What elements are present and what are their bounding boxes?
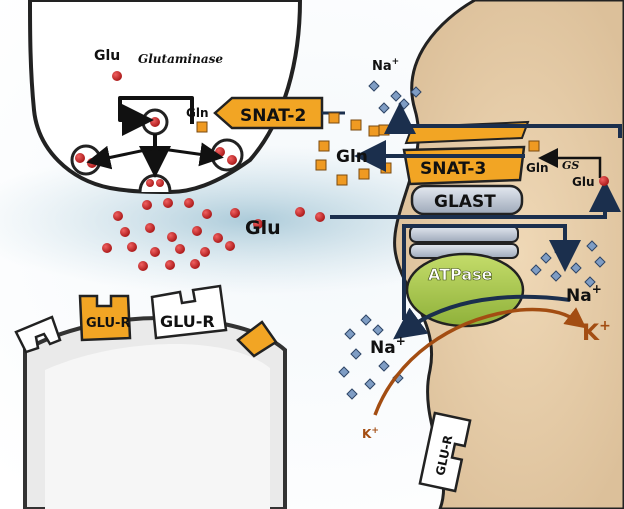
na-efflux-curve	[393, 294, 571, 340]
sodium-ion	[360, 314, 372, 326]
sodium-ion	[364, 378, 376, 390]
sodium-ion	[368, 80, 380, 92]
k-influx-curve	[373, 307, 587, 416]
sodium-ion	[530, 264, 542, 276]
postsynaptic-inner-shade	[45, 344, 270, 509]
glu-top-label: Glu	[94, 48, 120, 64]
glutamate-molecule	[165, 260, 175, 270]
vesicle-to-terminal-arrow	[86, 145, 156, 170]
glutamine-molecule	[350, 119, 362, 131]
glu-astro-label: Glu	[572, 175, 595, 189]
glu-receptor-white-left[interactable]	[14, 315, 62, 354]
glutamate-molecule	[163, 198, 173, 208]
glutamate-molecule	[120, 227, 130, 237]
na-influx-arrow	[402, 224, 581, 320]
glutamine-molecule	[315, 159, 327, 171]
sodium-ion	[390, 90, 402, 102]
sodium-ion	[344, 328, 356, 340]
glutamate-molecule	[127, 242, 137, 252]
glutamate-molecule	[230, 208, 240, 218]
glutamate-molecule	[113, 211, 123, 221]
k-big-label: K+	[582, 318, 611, 346]
sodium-ion	[550, 270, 562, 282]
astrocyte-glu-receptor[interactable]: GLU-R	[418, 411, 472, 493]
sodium-ion	[372, 324, 384, 336]
glutamate-molecule	[202, 209, 212, 219]
glutamine-molecule	[328, 112, 340, 124]
pre-gln-square	[196, 121, 208, 133]
snat3-label: SNAT-3	[420, 159, 486, 179]
glutamate-molecule	[142, 200, 152, 210]
glutamate-molecule	[145, 223, 155, 233]
glutamate-molecule	[200, 247, 210, 257]
glutamine-molecule	[336, 174, 348, 186]
glutamate-molecule	[225, 241, 235, 251]
sodium-ion	[586, 240, 598, 252]
glutamine-molecule	[380, 162, 392, 174]
glu-uptake-arrow	[330, 180, 621, 219]
glutamate-molecule	[253, 219, 263, 229]
glutamate-molecule	[295, 207, 305, 217]
fusing-vesicle	[138, 174, 172, 193]
glur-label-1: GLU-R	[86, 316, 130, 331]
glutamate-molecule	[102, 243, 112, 253]
glutaminase-arrow	[118, 96, 194, 136]
glutamine-molecule	[318, 140, 330, 152]
na-top-label: Na+	[372, 57, 399, 74]
na-left-label: Na+	[370, 334, 406, 358]
glutamate-molecule	[315, 212, 325, 222]
sodium-ions	[338, 80, 606, 400]
glutaminase-label: Glutaminase	[138, 52, 223, 66]
sodium-ion	[378, 360, 390, 372]
glu-receptor-orange-right[interactable]	[236, 320, 278, 358]
gs-label: GS	[562, 159, 579, 172]
sodium-ion	[594, 256, 606, 268]
gs-arrow	[538, 148, 602, 178]
glutamate-molecule	[184, 198, 194, 208]
astro-gln-square	[528, 140, 540, 152]
k-small-label: K+	[362, 426, 379, 441]
glutamine-molecule	[358, 168, 370, 180]
snat2-label: SNAT-2	[240, 106, 306, 126]
sodium-ion	[338, 366, 350, 378]
glutamate-molecule	[175, 244, 185, 254]
glu-receptor-white-2[interactable]	[150, 284, 228, 340]
gln-astro-label: Gln	[526, 161, 549, 175]
glur-label-2: GLU-R	[160, 312, 215, 331]
glast-lower-segment	[409, 225, 519, 243]
cleft-glutamate-cloud	[102, 198, 325, 271]
vesicle-to-right-arrow	[154, 142, 224, 167]
gln-presynaptic-label: Gln	[186, 106, 209, 120]
glu-receptor-orange-1[interactable]	[78, 294, 132, 342]
glutamate-molecule	[150, 247, 160, 257]
sodium-ion	[584, 276, 596, 288]
gln-cleft-label: Gln	[336, 147, 368, 167]
glutamate-molecule	[213, 233, 223, 243]
sodium-ion	[350, 348, 362, 360]
astro-glu-dot	[599, 176, 609, 186]
sodium-ion	[410, 86, 422, 98]
glutamate-molecule	[192, 226, 202, 236]
atpase-label: ATPase	[428, 265, 493, 284]
glutamate-molecule	[167, 232, 177, 242]
glutamate-molecule	[138, 261, 148, 271]
glu-cleft-label: Glu	[245, 217, 281, 239]
glutamine-molecule	[368, 125, 380, 137]
sodium-ion	[346, 388, 358, 400]
na-right-label: Na+	[566, 282, 602, 306]
glast-label: GLAST	[434, 192, 496, 212]
glutamate-molecule	[190, 259, 200, 269]
glutamine-molecule	[378, 124, 390, 136]
gln-release-arrow	[384, 102, 622, 138]
glast-transporter[interactable]	[410, 184, 524, 216]
